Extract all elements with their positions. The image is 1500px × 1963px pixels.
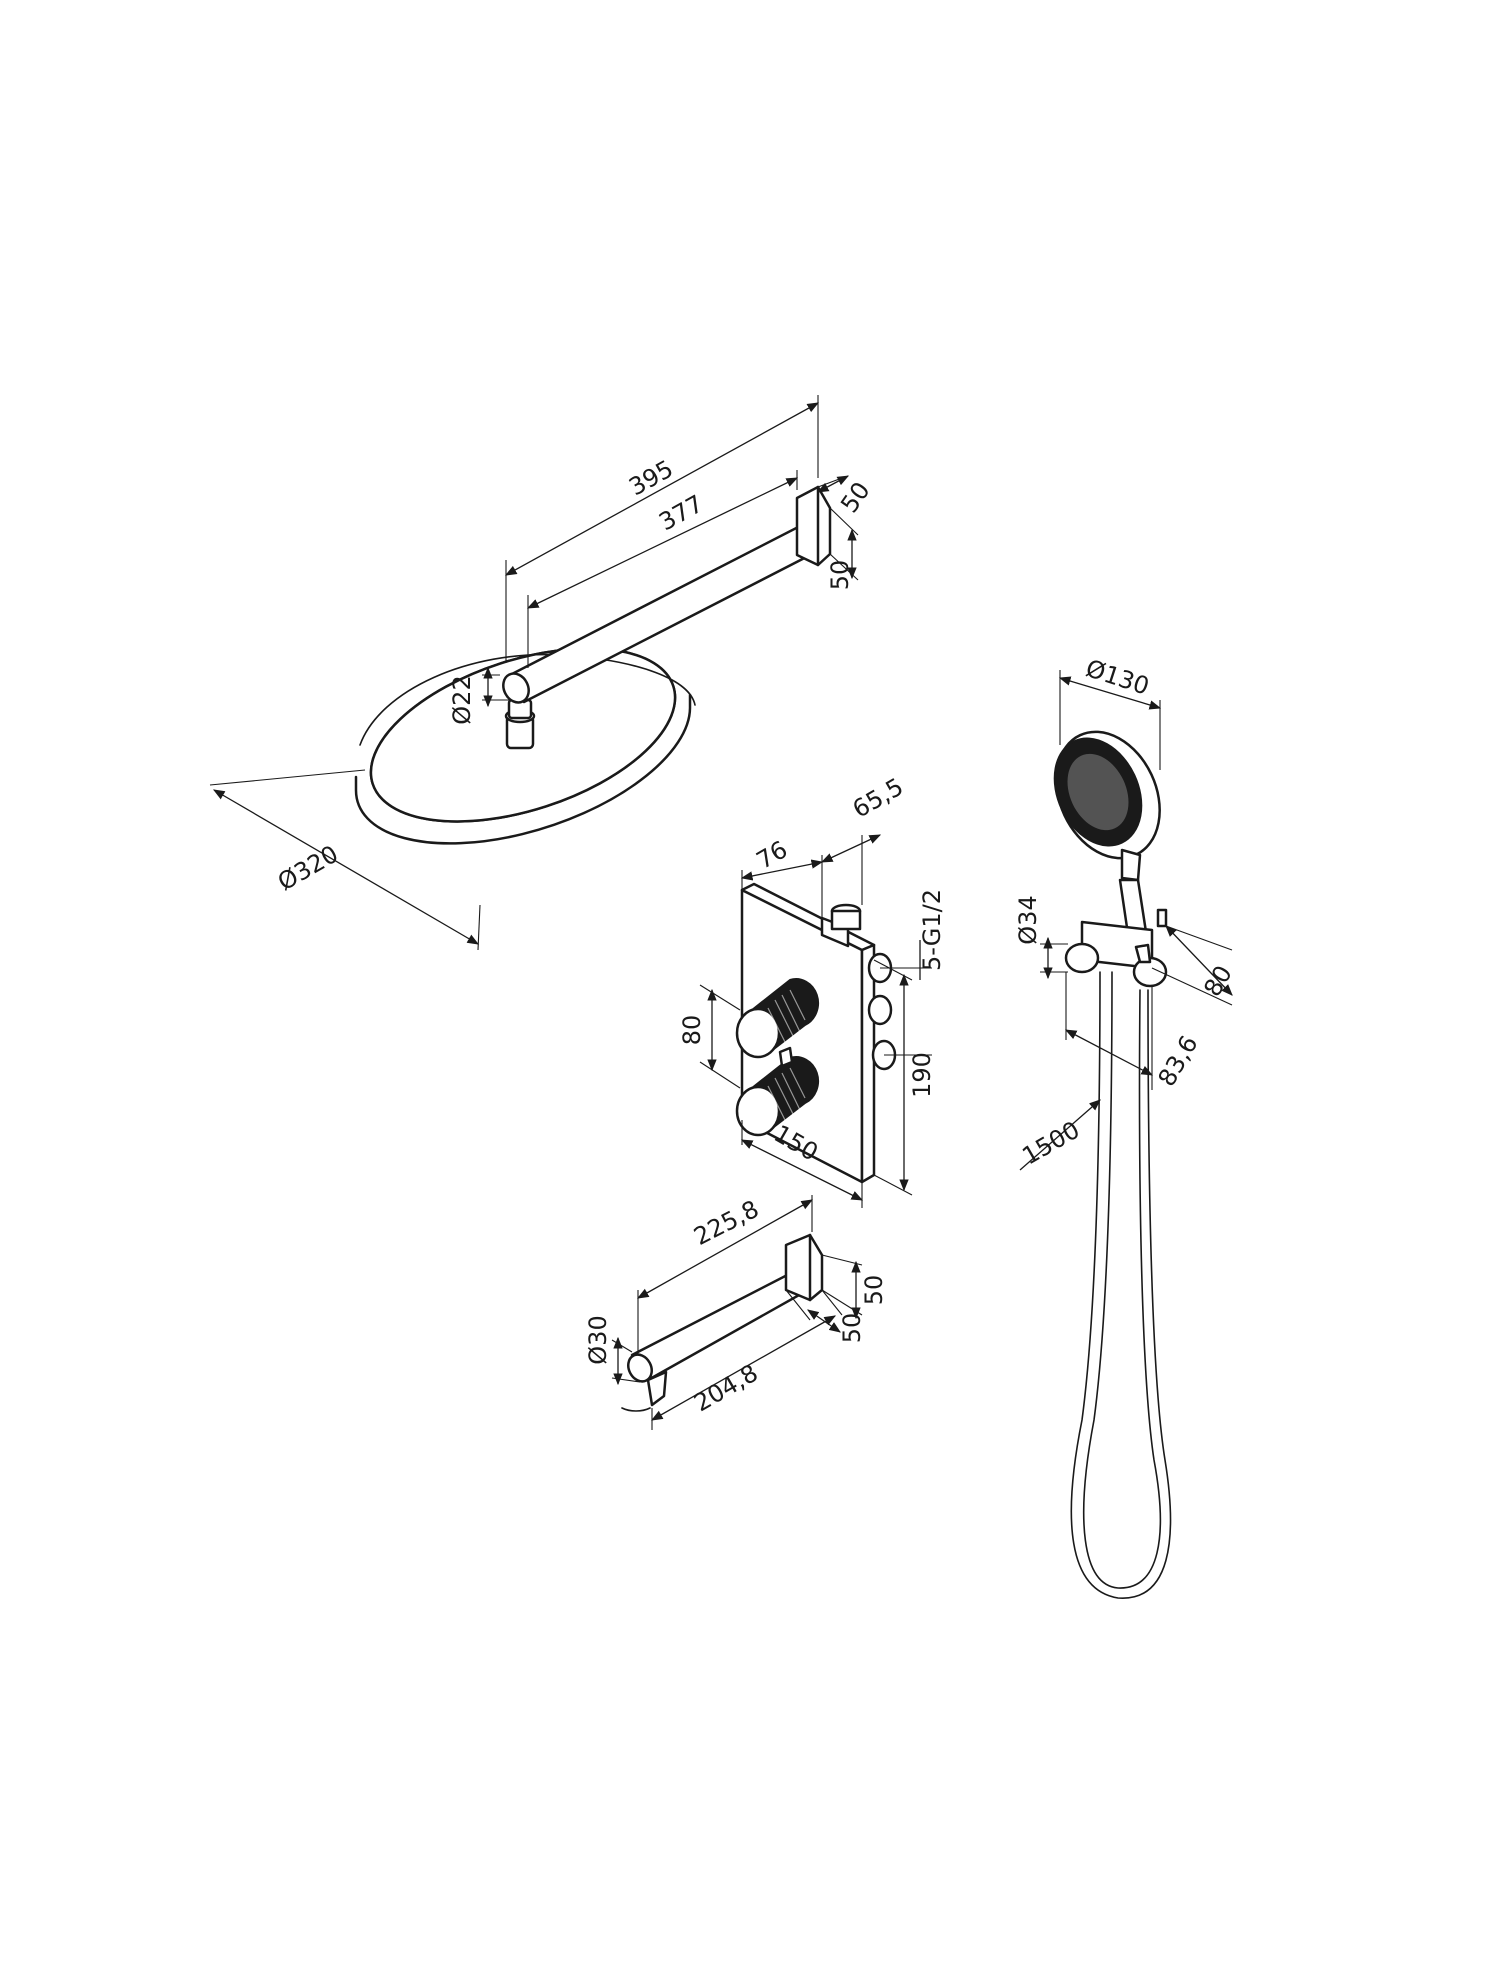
dimension-diameter-34: Ø34 <box>1014 895 1068 980</box>
hand-shower-set: Ø130 Ø34 80 83,6 1500 <box>1014 654 1238 1599</box>
dimension-spout-50-b: 50 <box>785 1289 866 1344</box>
dim-label-5-g1-2: 5-G1/2 <box>918 889 946 971</box>
dimension-1500: 1500 <box>1018 1099 1101 1171</box>
shower-hose <box>1070 971 1172 1599</box>
dimension-80: 80 <box>678 984 741 1089</box>
dim-label-flange-50-b: 50 <box>826 560 854 591</box>
dimension-flange-50-b: 50 <box>826 507 859 591</box>
dim-label-diameter-320: Ø320 <box>273 840 343 897</box>
dim-label-spout-50-b: 50 <box>838 1313 866 1344</box>
dim-label-flange-50-a: 50 <box>835 477 875 518</box>
dim-label-65-5: 65,5 <box>848 773 908 824</box>
dimension-83-6: 83,6 <box>1064 972 1204 1091</box>
dimension-spout-50-a: 50 <box>821 1254 888 1320</box>
dim-label-diameter-30: Ø30 <box>584 1315 612 1364</box>
hand-shower <box>1053 730 1161 950</box>
dim-label-diameter-34: Ø34 <box>1014 895 1042 944</box>
rain-shower-head <box>354 647 696 845</box>
dimension-diameter-30: Ø30 <box>584 1315 641 1386</box>
dim-label-83-6: 83,6 <box>1153 1031 1204 1091</box>
dimension-65-5: 65,5 <box>820 773 908 905</box>
dim-label-80: 80 <box>678 1015 706 1046</box>
dim-label-diameter-22: Ø22 <box>448 675 476 724</box>
thermostatic-valve: 76 65,5 5-G1/2 80 190 <box>678 773 946 1208</box>
dim-label-diameter-130: Ø130 <box>1082 654 1152 701</box>
dim-label-204-8: 204,8 <box>689 1359 763 1418</box>
dim-label-377: 377 <box>654 490 708 537</box>
dimension-diameter-22: Ø22 <box>448 666 510 725</box>
dimension-190: 190 <box>873 959 936 1196</box>
valve-body <box>820 903 897 1071</box>
shower-holder <box>1064 908 1168 988</box>
dim-label-190: 190 <box>908 1052 936 1098</box>
dim-label-225-8: 225,8 <box>689 1195 763 1251</box>
flow-knob <box>735 1046 820 1137</box>
bath-spout: 225,8 204,8 Ø30 50 50 <box>584 1195 888 1430</box>
dim-label-1500: 1500 <box>1018 1116 1085 1171</box>
temperature-knob <box>735 978 820 1059</box>
dim-label-spout-50-a: 50 <box>860 1275 888 1306</box>
overhead-shower: 395 377 50 50 Ø22 <box>209 395 876 951</box>
